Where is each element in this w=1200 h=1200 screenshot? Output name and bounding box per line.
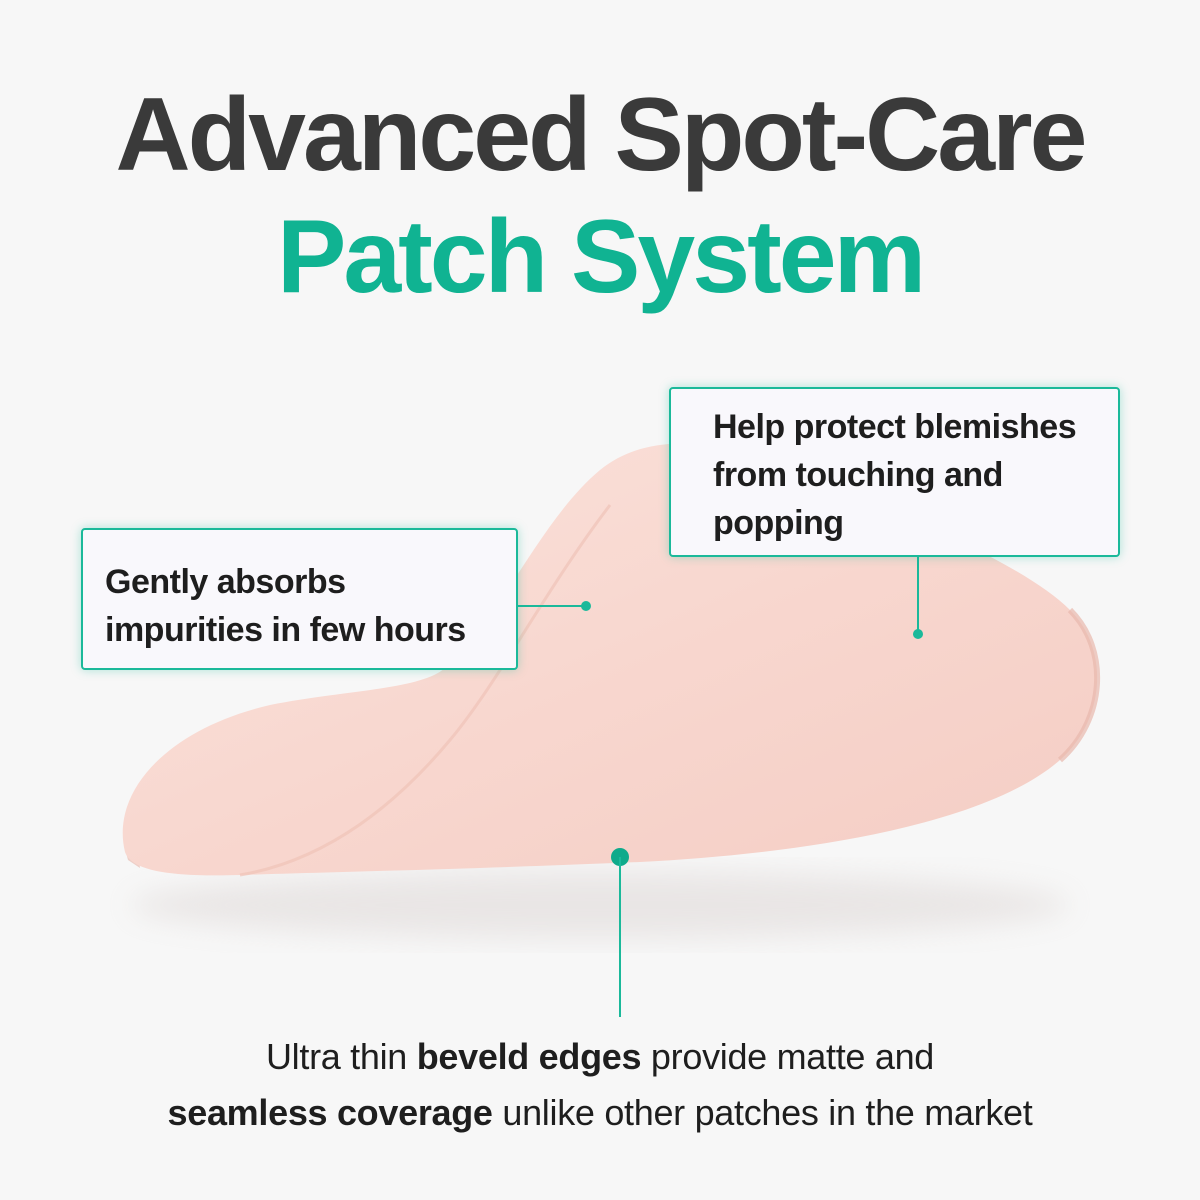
callout-absorbs-line-1: Gently absorbs: [105, 563, 346, 601]
bottom-line-1: Ultra thin beveld edges provide matte an…: [0, 1030, 1200, 1084]
callout-protect-line-2: from touching and: [713, 456, 1003, 494]
bottom-line-1-post: provide matte and: [641, 1036, 935, 1077]
callout-protect: Help protect blemishes from touching and…: [669, 387, 1120, 557]
connector-right-dot: [913, 629, 923, 639]
bottom-line-1-bold: beveld edges: [416, 1036, 642, 1077]
callout-protect-line-3: popping: [713, 504, 844, 542]
patch-curl-line: [239, 504, 612, 877]
bottom-line-2-bold: seamless coverage: [167, 1092, 493, 1133]
headline-line-2: Patch System: [276, 199, 926, 315]
bottom-line-1-pre: Ultra thin: [265, 1036, 417, 1077]
callout-protect-line-1: Help protect blemishes: [713, 408, 1077, 446]
patch-shadow: [130, 871, 1070, 939]
patch-rim: [1058, 607, 1101, 763]
callout-absorbs: Gently absorbs impurities in few hours: [81, 528, 518, 670]
callout-absorbs-line-2: impurities in few hours: [105, 611, 466, 649]
bottom-line-2: seamless coverage unlike other patches i…: [0, 1086, 1200, 1140]
connector-left-dot: [581, 601, 591, 611]
headline-line-1: Advanced Spot-Care: [115, 77, 1088, 193]
bottom-line-2-post: unlike other patches in the market: [492, 1092, 1033, 1133]
